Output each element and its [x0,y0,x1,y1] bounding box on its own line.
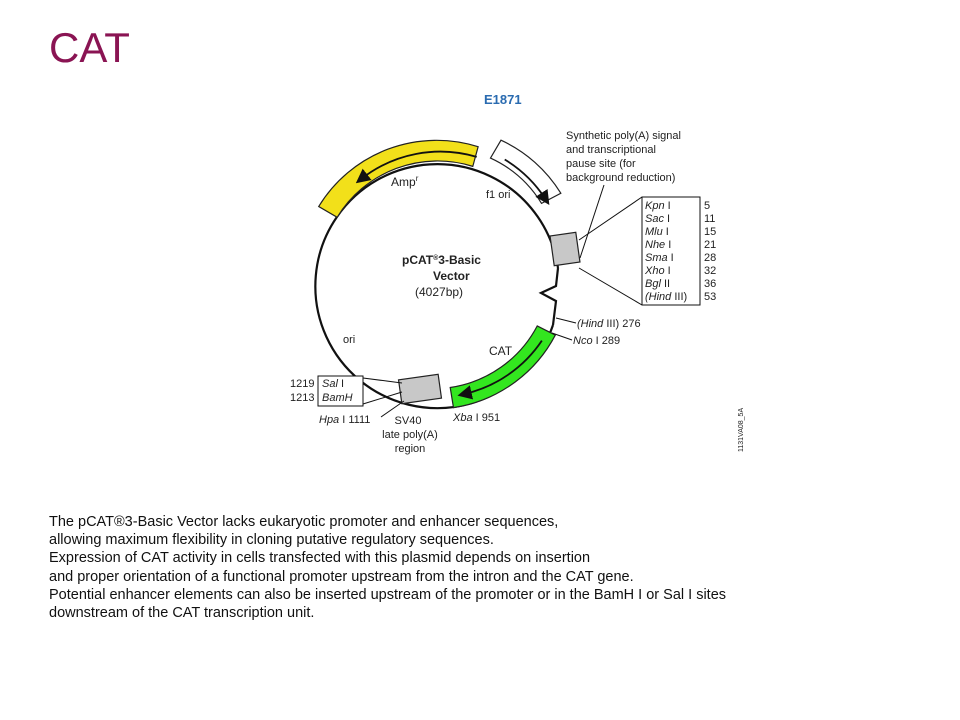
svg-text:background reduction): background reduction) [566,172,675,184]
left-sites: 1219 1213 Sal I BamH [290,375,403,407]
svg-text:pause site (for: pause site (for [566,158,636,170]
mcs-site: Sac I [645,213,670,225]
svg-text:Synthetic poly(A) signal: Synthetic poly(A) signal [566,130,681,142]
svg-text:and transcriptional: and transcriptional [566,144,656,156]
hpa-leader [380,400,405,418]
catalog-number: E1871 [484,92,522,107]
vector-size: (4027bp) [415,285,463,299]
mcs-box [549,231,581,267]
left-site-name: BamH [322,392,353,404]
amp-label: Ampr [391,174,419,189]
f1-ori-label: f1 ori [486,189,510,201]
polyA-leader [579,184,605,259]
left-site-pos: 1219 [290,378,314,390]
mcs-pos: 32 [704,265,716,277]
polyA-signal-label: Synthetic poly(A) signal and transcripti… [566,130,681,184]
mcs-pos: 11 [704,213,715,225]
description-line: The pCAT®3-Basic Vector lacks eukaryotic… [49,514,559,530]
mcs-pos: 28 [704,252,716,264]
mcs-site: Kpn I [645,200,671,212]
description-text: The pCAT®3-Basic Vector lacks eukaryotic… [49,513,929,622]
mcs-table: Kpn I 5 Sac I 11 Mlu I 15 Nhe I 21 Sma I… [578,196,716,306]
xba-site-label: Xba I 951 [452,412,500,424]
left-sites-box [317,375,364,407]
mcs-pos: 5 [704,200,710,212]
hpa-site-label: Hpa I 1111 [319,414,370,426]
description-line: downstream of the CAT transcription unit… [49,605,315,622]
vector-name-line2: Vector [433,269,470,283]
cat-arrow [457,340,543,400]
intron-notch [538,267,560,326]
mcs-site: Xho I [644,265,671,277]
nco-site-label: Nco I 289 [573,335,620,347]
amp-arrow [355,150,477,184]
svg-text:late poly(A): late poly(A) [382,429,438,441]
hind-leader [551,317,577,341]
mcs-pos: 15 [704,226,716,238]
mcs-site: Nhe I [645,239,671,251]
sv40-label: SV40 late poly(A) region [382,415,438,455]
description-line: Expression of CAT activity in cells tran… [49,550,591,567]
cat-segment [449,325,557,409]
svg-text:region: region [395,443,426,455]
hind-site-label: (Hind III) 276 [577,318,641,330]
description-line: allowing maximum flexibility in cloning … [49,532,494,549]
mcs-table-frame [641,196,701,306]
ori-label: ori [343,334,355,346]
mcs-site: Bgl II [645,278,670,290]
f1-ori-segment [489,139,562,205]
figure-code: 1131VA08_5A [738,408,745,452]
description-line: and proper orientation of a functional p… [49,568,634,585]
description-line: Potential enhancer elements can also be … [49,586,727,603]
vector-name: pCAT®3-Basic [402,253,481,267]
mcs-leader [578,196,643,306]
f1-ori-arrow [504,158,550,205]
mcs-pos: 36 [704,278,716,290]
sv40-box [397,373,443,405]
mcs-site: (Hind III) [645,291,687,303]
mcs-pos: 21 [704,239,716,251]
left-site-pos: 1213 [290,392,314,404]
svg-text:SV40: SV40 [395,415,422,427]
left-site-name: Sal I [322,378,344,390]
slide-title: CAT [49,24,130,71]
left-sites-leader [362,377,403,405]
mcs-site: Mlu I [645,226,669,238]
cat-label: CAT [489,344,513,358]
mcs-site: Sma I [645,252,674,264]
mcs-pos: 53 [704,291,716,303]
